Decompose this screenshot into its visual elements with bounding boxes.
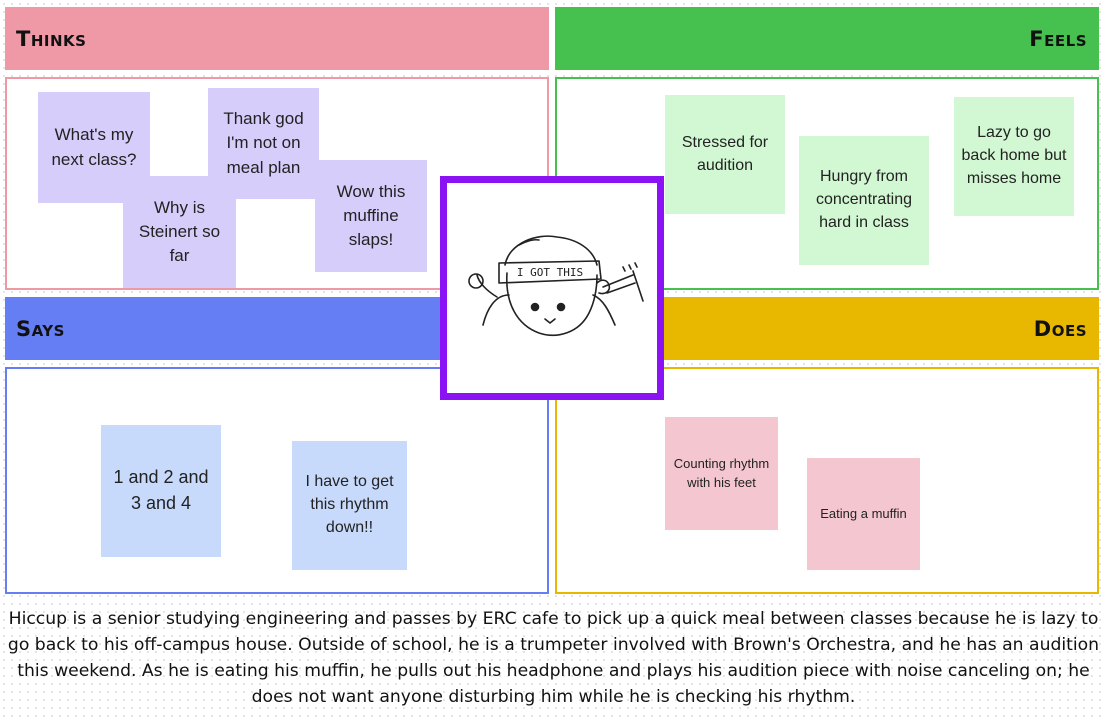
- persona-description: Hiccup is a senior studying engineering …: [7, 609, 1100, 707]
- note-text: Counting rhythm with his feet: [673, 456, 770, 490]
- note-text: Eating a muffin: [820, 505, 907, 521]
- thinks-header: Thinks: [5, 7, 549, 70]
- note-text: Why is Steinert so far: [138, 197, 221, 266]
- feels-note[interactable]: Lazy to go back home but misses home: [954, 97, 1074, 216]
- note-text: Thank god I'm not on meal plan: [223, 109, 304, 177]
- does-note[interactable]: Counting rhythm with his feet: [665, 417, 778, 530]
- says-note[interactable]: I have to get this rhythm down!!: [292, 441, 407, 570]
- note-text: Stressed for audition: [681, 133, 769, 174]
- headband-text: I GOT THIS: [517, 266, 583, 279]
- note-text: Hungry from concentrating hard in class: [815, 168, 913, 231]
- note-text: Lazy to go back home but misses home: [961, 124, 1067, 187]
- note-text: 1 and 2 and 3 and 4: [113, 467, 209, 513]
- feels-title: Feels: [1029, 26, 1087, 51]
- does-title: Does: [1033, 316, 1087, 341]
- says-panel: [5, 367, 549, 594]
- says-title: Says: [16, 316, 65, 341]
- note-text: What's my next class?: [51, 125, 137, 169]
- thinks-note[interactable]: Wow this muffine slaps!: [315, 160, 427, 272]
- persona-drawing-frame: I GOT THIS: [440, 176, 664, 400]
- feels-header: Feels: [555, 7, 1099, 70]
- says-note[interactable]: 1 and 2 and 3 and 4: [101, 425, 221, 557]
- note-text: I have to get this rhythm down!!: [305, 473, 394, 536]
- feels-note[interactable]: Stressed for audition: [665, 95, 785, 214]
- persona-sketch: I GOT THIS: [468, 235, 644, 336]
- thinks-note[interactable]: Thank god I'm not on meal plan: [208, 88, 319, 199]
- thinks-note[interactable]: What's my next class?: [38, 92, 150, 203]
- note-text: Wow this muffine slaps!: [336, 181, 406, 250]
- thinks-title: Thinks: [16, 26, 87, 51]
- feels-note[interactable]: Hungry from concentrating hard in class: [799, 136, 929, 265]
- does-note[interactable]: Eating a muffin: [807, 458, 920, 570]
